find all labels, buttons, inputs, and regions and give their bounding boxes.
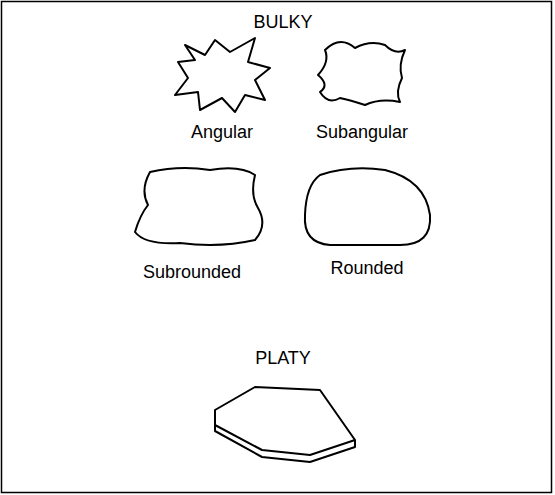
subrounded-grain: [135, 168, 262, 245]
shape-label: Subrounded: [143, 262, 241, 284]
group-heading: BULKY: [253, 12, 312, 34]
platy-grain-top: [215, 387, 355, 455]
shape-label: Subangular: [316, 122, 408, 144]
shape-label: Angular: [191, 122, 253, 144]
angular-grain: [175, 38, 270, 112]
rounded-grain: [305, 168, 430, 245]
platy-grain-edge: [215, 425, 355, 462]
group-heading: PLATY: [255, 348, 311, 370]
subangular-grain: [318, 42, 405, 105]
shape-label: Rounded: [330, 258, 403, 280]
